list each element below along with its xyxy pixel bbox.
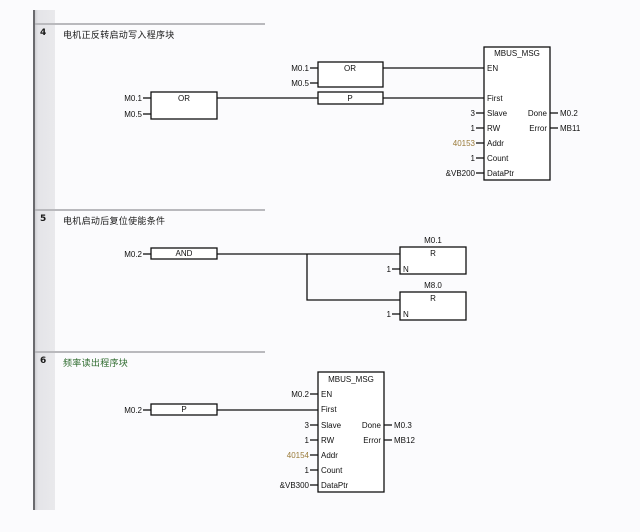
- reset2-n-value: 1: [387, 310, 392, 319]
- reset1-n-pin: N: [403, 265, 409, 274]
- and-input: M0.2: [124, 250, 142, 259]
- rw-value: 1: [471, 124, 476, 133]
- slave-value: 3: [471, 109, 476, 118]
- and-label: AND: [176, 249, 193, 258]
- addr-value: 40153: [453, 139, 476, 148]
- reset2-n-pin: N: [403, 310, 409, 319]
- network-4-separator: [35, 23, 265, 25]
- count-value: 1: [471, 154, 476, 163]
- p-edge-label: P: [347, 94, 352, 103]
- dataptr-value: &VB200: [446, 169, 476, 178]
- pin2-error: Error: [363, 436, 381, 445]
- addr2-value: 40154: [287, 451, 310, 460]
- mbus-msg-block-1[interactable]: MBUS_MSG EN First Slave RW Addr Count Da…: [446, 46, 581, 181]
- pin-en: EN: [487, 64, 498, 73]
- pin2-first: First: [321, 405, 337, 414]
- reset1-n-value: 1: [387, 265, 392, 274]
- or-input-1: M0.1: [124, 94, 142, 103]
- network-5-number: 5: [40, 214, 47, 224]
- reset1-operand: M0.1: [424, 236, 442, 245]
- reset-block-2[interactable]: M8.0 R N 1: [387, 281, 467, 321]
- reset1-label: R: [430, 249, 436, 258]
- or-input-2: M0.5: [124, 110, 142, 119]
- pin2-slave: Slave: [321, 421, 342, 430]
- p-edge-6-label: P: [181, 405, 186, 414]
- wire-branch-to-r2: [306, 254, 400, 301]
- pin-done: Done: [528, 109, 548, 118]
- slave2-value: 3: [305, 421, 310, 430]
- count2-value: 1: [305, 466, 310, 475]
- or-block-left[interactable]: OR M0.1 M0.5: [124, 91, 218, 120]
- network-6-separator: [35, 351, 265, 353]
- pin2-rw: RW: [321, 436, 335, 445]
- reset2-label: R: [430, 294, 436, 303]
- network-4-title: 电机正反转启动写入程序块: [63, 31, 175, 41]
- reset2-operand: M8.0: [424, 281, 442, 290]
- pin-first: First: [487, 94, 503, 103]
- pin-rw: RW: [487, 124, 501, 133]
- p-edge-6-input: M0.2: [124, 406, 142, 415]
- pin2-dataptr: DataPtr: [321, 481, 348, 490]
- done-value: M0.2: [560, 109, 578, 118]
- pin-slave: Slave: [487, 109, 508, 118]
- network-gutter: [33, 10, 55, 510]
- en2-value: M0.2: [291, 390, 309, 399]
- pin-dataptr: DataPtr: [487, 169, 514, 178]
- network-5-title: 电机启动后复位使能条件: [63, 217, 166, 227]
- pin2-addr: Addr: [321, 451, 338, 460]
- p-edge-block-6[interactable]: P M0.2: [124, 403, 218, 416]
- network-5-separator: [35, 209, 265, 211]
- network-6-number: 6: [40, 356, 47, 366]
- pin2-en: EN: [321, 390, 332, 399]
- done2-value: M0.3: [394, 421, 412, 430]
- dataptr2-value: &VB300: [280, 481, 310, 490]
- or-block-label: OR: [178, 94, 190, 103]
- p-edge-block-4[interactable]: P: [317, 91, 384, 105]
- or-upper-input-2: M0.5: [291, 79, 309, 88]
- network-6: P M0.2 MBUS_MSG EN First Slave RW Addr C…: [124, 371, 416, 493]
- network-6-title: 频率读出程序块: [63, 359, 129, 369]
- pin-error: Error: [529, 124, 547, 133]
- error2-value: MB12: [394, 436, 415, 445]
- network-5: AND M0.2 M0.1 R N 1 M8.0 R N 1: [124, 236, 467, 321]
- network-4: OR M0.1 M0.5 OR M0.1 M0.5 P MBUS_MSG EN: [124, 46, 581, 181]
- error-value: MB11: [560, 124, 581, 133]
- or-upper-label: OR: [344, 64, 356, 73]
- mbus-title: MBUS_MSG: [494, 49, 540, 58]
- mbus2-title: MBUS_MSG: [328, 375, 374, 384]
- reset-block-1[interactable]: M0.1 R N 1: [387, 236, 467, 275]
- pin2-count: Count: [321, 466, 343, 475]
- mbus-msg-block-2[interactable]: MBUS_MSG EN First Slave RW Addr Count Da…: [280, 371, 416, 493]
- network-4-number: 4: [40, 28, 47, 38]
- pin-addr: Addr: [487, 139, 504, 148]
- or-upper-input-1: M0.1: [291, 64, 309, 73]
- and-block[interactable]: AND M0.2: [124, 247, 218, 260]
- rw2-value: 1: [305, 436, 310, 445]
- pin-count: Count: [487, 154, 509, 163]
- or-block-upper[interactable]: OR M0.1 M0.5: [291, 61, 384, 88]
- pin2-done: Done: [362, 421, 382, 430]
